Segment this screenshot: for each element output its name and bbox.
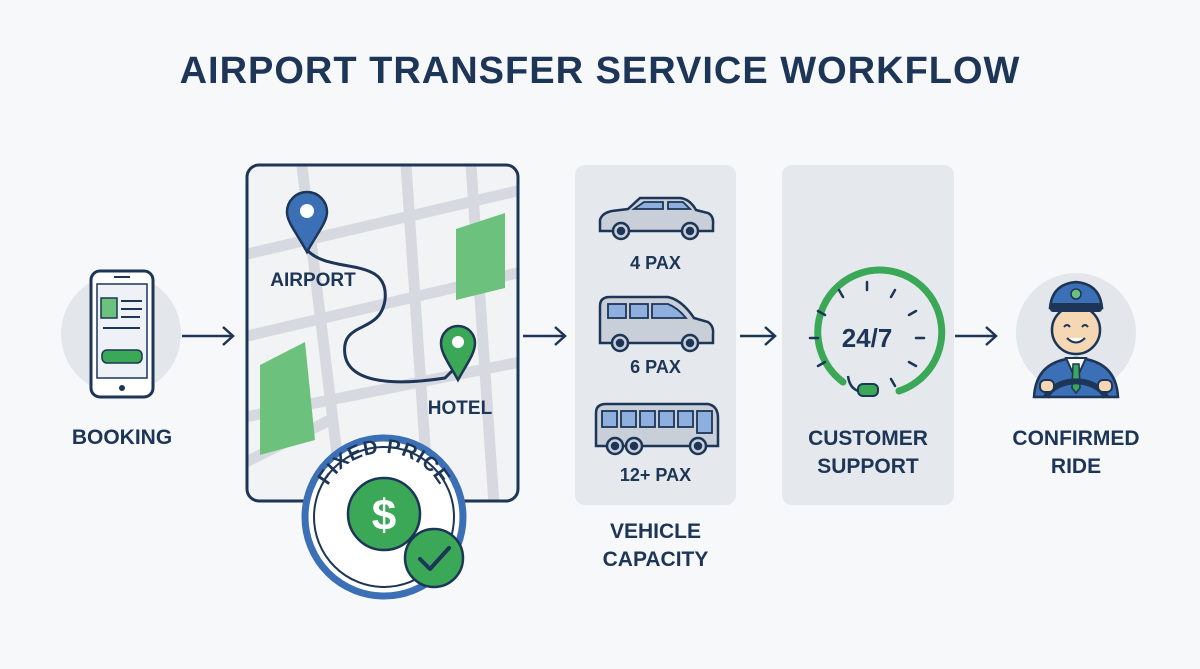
dollar-symbol: $: [372, 491, 396, 540]
support-label-line1: CUSTOMER: [808, 427, 928, 450]
support-label-line2: SUPPORT: [817, 455, 919, 478]
confirmed-ride-label: CONFIRMED RIDE: [996, 425, 1156, 481]
vehicle-capacity-12: 12+ PAX: [619, 465, 692, 485]
vehicle-label-line1: VEHICLE: [609, 520, 701, 543]
airport-label: AIRPORT: [270, 270, 356, 291]
checkmark-icon: [403, 527, 465, 589]
vehicle-capacity-6: 6 PAX: [630, 357, 681, 377]
booking-phone-icon: [61, 269, 181, 399]
hotel-pin-icon: [439, 324, 477, 383]
support-panel: [782, 165, 954, 505]
confirmed-label-line1: CONFIRMED: [1012, 427, 1140, 450]
vehicle-label-line2: CAPACITY: [602, 548, 709, 571]
airport-pin-icon: [285, 190, 329, 255]
driver-avatar-icon: [1016, 273, 1136, 399]
flow-arrow-4: [955, 326, 998, 346]
customer-support-label: CUSTOMER SUPPORT: [782, 425, 954, 481]
fixed-price-badge: FIXED PRICE $: [301, 434, 467, 600]
dollar-icon: $: [346, 476, 422, 552]
van-icon: [598, 295, 715, 353]
flow-arrow-2: [523, 326, 567, 346]
clock-text: 24/7: [842, 323, 893, 353]
page-title: AIRPORT TRANSFER SERVICE WORKFLOW: [179, 50, 1021, 92]
vehicle-capacity-label: VEHICLE CAPACITY: [575, 518, 736, 574]
flow-arrow-1: [182, 326, 235, 346]
route-map: AIRPORT HOTEL: [245, 163, 520, 503]
flow-arrow-3: [740, 326, 777, 346]
booking-label: BOOKING: [71, 426, 173, 449]
clock-24-7-icon: 24/7: [808, 266, 946, 397]
sedan-icon: [598, 196, 715, 241]
hotel-label: HOTEL: [428, 398, 493, 419]
confirmed-label-line2: RIDE: [1050, 455, 1102, 478]
vehicle-capacity-4: 4 PAX: [630, 253, 681, 273]
bus-icon: [594, 402, 720, 456]
